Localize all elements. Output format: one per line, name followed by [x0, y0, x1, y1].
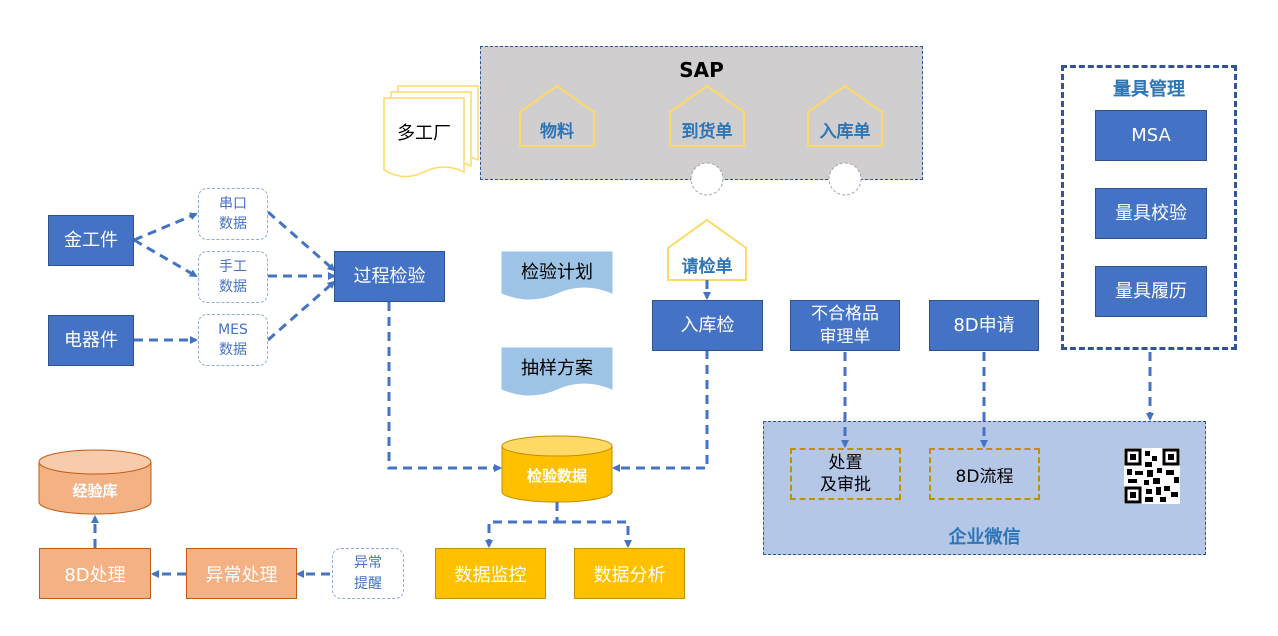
arrow-database-to-monitor: [485, 502, 559, 548]
arrow-incoming-to-database: [612, 350, 709, 472]
wechat-title: 企业微信: [948, 527, 1021, 548]
arrow-metal-to-manual: [133, 238, 198, 278]
request-shape: [667, 218, 747, 281]
gauge-container: [1061, 65, 1237, 350]
eightd-process-box: 8D处理: [39, 548, 151, 599]
electric-part-box: 电器件: [48, 315, 134, 366]
connectors: [91, 210, 1154, 578]
data-analysis-box: 数据分析: [574, 548, 685, 599]
sap-container: [480, 46, 923, 180]
arrow-serial-to-process: [267, 210, 336, 272]
sampling-plan-doc: 抽样方案: [521, 358, 593, 379]
inspection-database: 检验数据: [526, 466, 587, 485]
serial-data-box: 串口 数据: [198, 188, 268, 240]
abnormal-handle-box: 异常处理: [186, 548, 297, 599]
sap-item-warehouse: 入库单: [819, 121, 871, 142]
sap-item-arrival: 到货单: [681, 121, 733, 142]
abnormal-alert-box: 异常 提醒: [332, 548, 404, 599]
gauge-title: 量具管理: [1113, 79, 1185, 100]
factory-document-shape: [383, 85, 479, 178]
data-monitor-box: 数据监控: [435, 548, 546, 599]
sap-title: SAP: [679, 58, 724, 82]
handle-approval-box: 处置 及审批: [790, 448, 901, 500]
sap-item-warehouse-shape: [807, 84, 883, 147]
process-check-box: 过程检验: [334, 251, 445, 302]
sap-item-material: 物料: [540, 121, 574, 142]
sap-item-material-shape: [519, 84, 595, 147]
plan-doc-shape: [501, 251, 613, 300]
incoming-check-box: 入库检: [652, 300, 763, 351]
qr-code-icon: [1124, 448, 1180, 504]
manual-data-box: 手工 数据: [198, 251, 268, 303]
inspection-plan-doc: 检验计划: [521, 262, 593, 283]
database-cylinder: [501, 435, 613, 503]
metal-part-box: 金工件: [48, 215, 134, 266]
experience-library: 经验库: [72, 481, 118, 500]
eightd-flow-box: 8D流程: [929, 448, 1040, 500]
experience-cylinder: [38, 449, 152, 515]
arrow-metal-to-serial: [133, 212, 198, 242]
sap-connector-circle-1: [690, 162, 724, 196]
inspection-request: 请检单: [681, 256, 733, 277]
gauge-history-box: 量具履历: [1095, 266, 1207, 317]
arrow-database-to-analysis: [557, 520, 632, 548]
arrow-process-to-database: [387, 302, 502, 472]
ncr-box: 不合格品 审理单: [790, 300, 900, 351]
sampling-doc-shape: [501, 347, 613, 396]
arrow-mes-to-process: [267, 280, 336, 342]
eightd-apply-box: 8D申请: [929, 300, 1039, 351]
sap-connector-circle-2: [828, 162, 862, 196]
mes-data-box: MES 数据: [198, 314, 268, 366]
gauge-msa-box: MSA: [1095, 110, 1207, 161]
factory-label: 多工厂: [397, 123, 451, 144]
sap-item-arrival-shape: [669, 84, 745, 147]
gauge-calibration-box: 量具校验: [1095, 188, 1207, 239]
